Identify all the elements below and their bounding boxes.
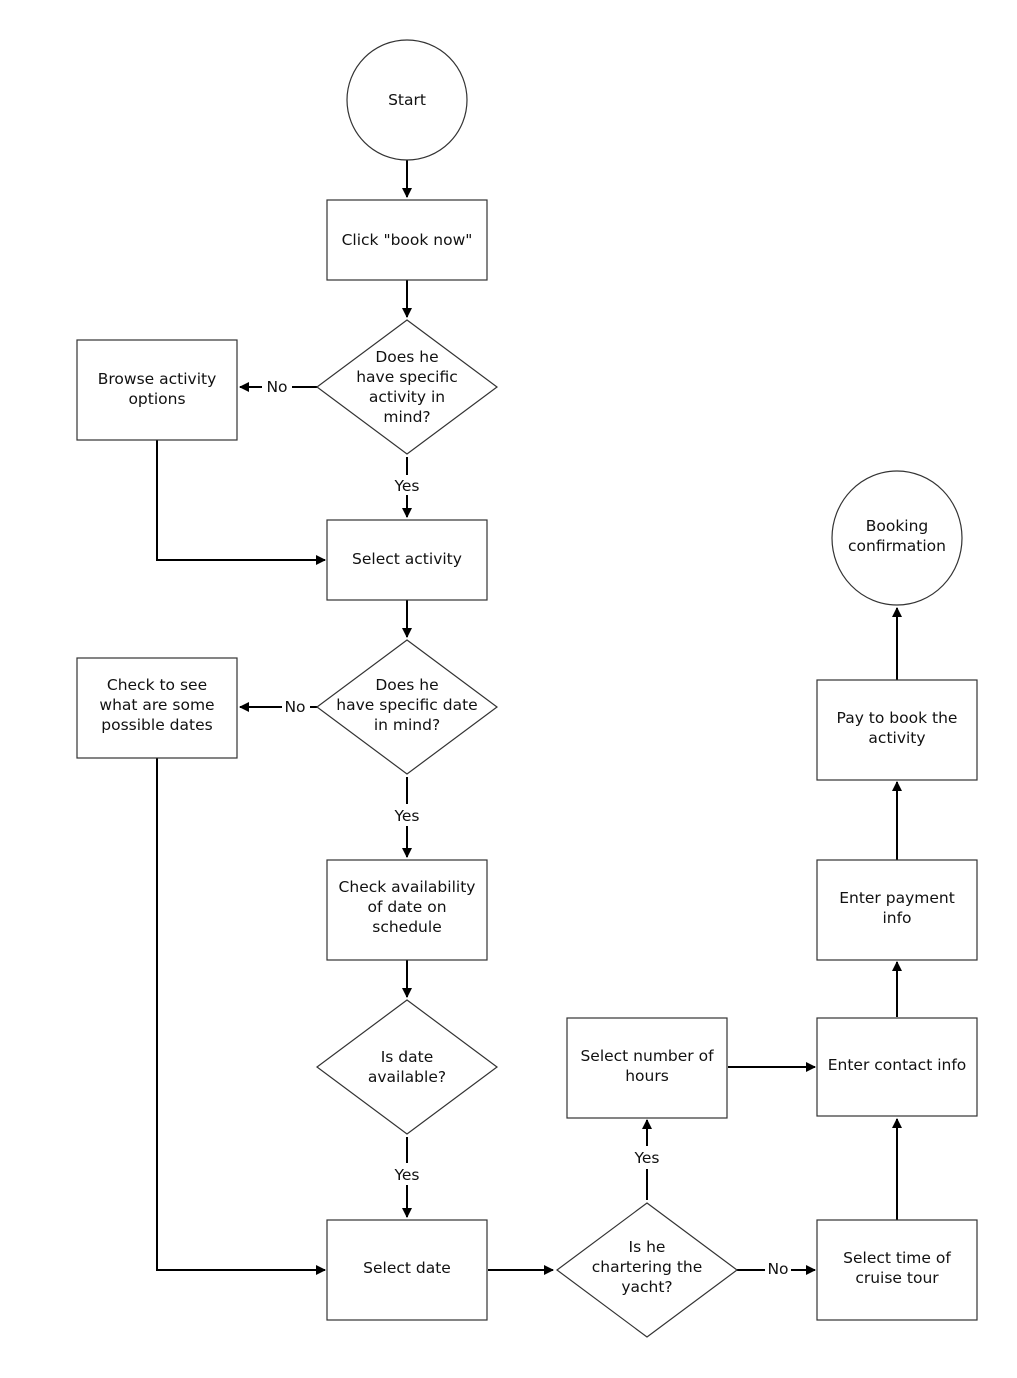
node-check-possible-dates: Check to see what are some possible dates [76, 657, 238, 759]
confirm-line: Booking [866, 517, 929, 535]
q-activity-line: have specific [356, 368, 458, 386]
select-time-line: Select time of [843, 1249, 951, 1267]
label-activity-yes: Yes [393, 477, 419, 495]
q-activity-line: mind? [383, 408, 430, 426]
question-charter-diamond [555, 1202, 739, 1338]
node-booking-confirmation: Booking confirmation [831, 470, 963, 606]
select-time-label: Select time of cruise tour [843, 1249, 951, 1287]
browse-activity-box [76, 339, 238, 441]
check-availability-box [326, 859, 488, 961]
node-enter-payment: Enter payment info [816, 859, 978, 961]
payment-line: info [882, 909, 911, 927]
q-charter-line: Is he [629, 1238, 666, 1256]
node-select-date: Select date [326, 1219, 488, 1321]
booking-confirmation-circle [831, 470, 963, 606]
node-question-activity: Does he have specific activity in mind? [315, 319, 499, 455]
check-possible-dates-label: Check to see what are some possible dates [99, 676, 214, 734]
check-dates-line: Check to see [107, 676, 207, 694]
start-circle [346, 39, 468, 161]
check-avail-line: of date on [367, 898, 446, 916]
enter-payment-box [816, 859, 978, 961]
q-activity-line: activity in [369, 388, 445, 406]
question-charter-label: Is he chartering the yacht? [592, 1238, 703, 1296]
node-select-activity: Select activity [326, 519, 488, 601]
question-date-label: Does he have specific date in mind? [336, 676, 477, 734]
select-hours-line: hours [625, 1067, 669, 1085]
question-available-diamond [315, 999, 499, 1135]
node-select-hours: Select number of hours [566, 1017, 728, 1119]
select-date-label: Select date [363, 1259, 451, 1277]
check-avail-line: schedule [372, 918, 441, 936]
select-activity-label: Select activity [352, 550, 462, 568]
select-activity-box [326, 519, 488, 601]
check-avail-line: Check availability [339, 878, 476, 896]
pay-to-book-box [816, 679, 978, 781]
node-browse-activity: Browse activity options [76, 339, 238, 441]
booking-confirmation-label: Booking confirmation [848, 517, 946, 555]
pay-to-book-label: Pay to book the activity [837, 709, 958, 747]
enter-payment-label: Enter payment info [839, 889, 955, 927]
edge-check-dates-to-select-date [156, 758, 326, 1275]
start-label: Start [388, 91, 426, 109]
select-date-line: Select date [363, 1259, 451, 1277]
label-date-yes: Yes [393, 807, 419, 825]
confirm-line: confirmation [848, 537, 946, 555]
edge-browse-to-select-activity [156, 440, 326, 565]
contact-line: Enter contact info [828, 1056, 967, 1074]
node-question-date: Does he have specific date in mind? [315, 639, 499, 775]
browse-line: Browse activity [98, 370, 217, 388]
click-book-line: Click "book now" [342, 231, 473, 249]
select-hours-line: Select number of [580, 1047, 714, 1065]
question-date-diamond [315, 639, 499, 775]
label-activity-no: No [266, 378, 287, 396]
question-available-label: Is date available? [368, 1048, 446, 1086]
check-dates-line: what are some [99, 696, 214, 714]
node-click-book-now: Click "book now" [326, 199, 488, 281]
check-possible-dates-box [76, 657, 238, 759]
label-available-yes: Yes [393, 1166, 419, 1184]
check-availability-label: Check availability of date on schedule [339, 878, 476, 936]
pay-line: Pay to book the [837, 709, 958, 727]
node-start: Start [346, 39, 468, 161]
q-date-line: have specific date [336, 696, 477, 714]
pay-line: activity [868, 729, 925, 747]
label-charter-no: No [767, 1260, 788, 1278]
node-pay-to-book: Pay to book the activity [816, 679, 978, 781]
q-activity-line: Does he [375, 348, 438, 366]
connectors [156, 160, 902, 1275]
click-book-now-box [326, 199, 488, 281]
edge-labels: No Yes No Yes Yes Yes No [266, 378, 788, 1278]
click-book-now-label: Click "book now" [342, 231, 473, 249]
label-date-no: No [284, 698, 305, 716]
check-dates-line: possible dates [101, 716, 212, 734]
node-question-charter: Is he chartering the yacht? [555, 1202, 739, 1338]
browse-activity-label: Browse activity options [98, 370, 217, 408]
select-hours-label: Select number of hours [580, 1047, 714, 1085]
node-question-available: Is date available? [315, 999, 499, 1135]
label-charter-yes: Yes [633, 1149, 659, 1167]
q-charter-line: chartering the [592, 1258, 703, 1276]
q-date-line: in mind? [374, 716, 440, 734]
select-time-box [816, 1219, 978, 1321]
start-line: Start [388, 91, 426, 109]
select-date-box [326, 1219, 488, 1321]
node-enter-contact: Enter contact info [816, 1017, 978, 1117]
enter-contact-label: Enter contact info [828, 1056, 967, 1074]
q-charter-line: yacht? [621, 1278, 672, 1296]
q-available-line: Is date [381, 1048, 434, 1066]
node-select-time: Select time of cruise tour [816, 1219, 978, 1321]
question-activity-diamond [315, 319, 499, 455]
select-time-line: cruise tour [855, 1269, 939, 1287]
select-hours-box [566, 1017, 728, 1119]
question-activity-label: Does he have specific activity in mind? [356, 348, 458, 426]
q-available-line: available? [368, 1068, 446, 1086]
payment-line: Enter payment [839, 889, 955, 907]
browse-line: options [128, 390, 185, 408]
q-date-line: Does he [375, 676, 438, 694]
node-check-availability: Check availability of date on schedule [326, 859, 488, 961]
select-activity-line: Select activity [352, 550, 462, 568]
enter-contact-box [816, 1017, 978, 1117]
